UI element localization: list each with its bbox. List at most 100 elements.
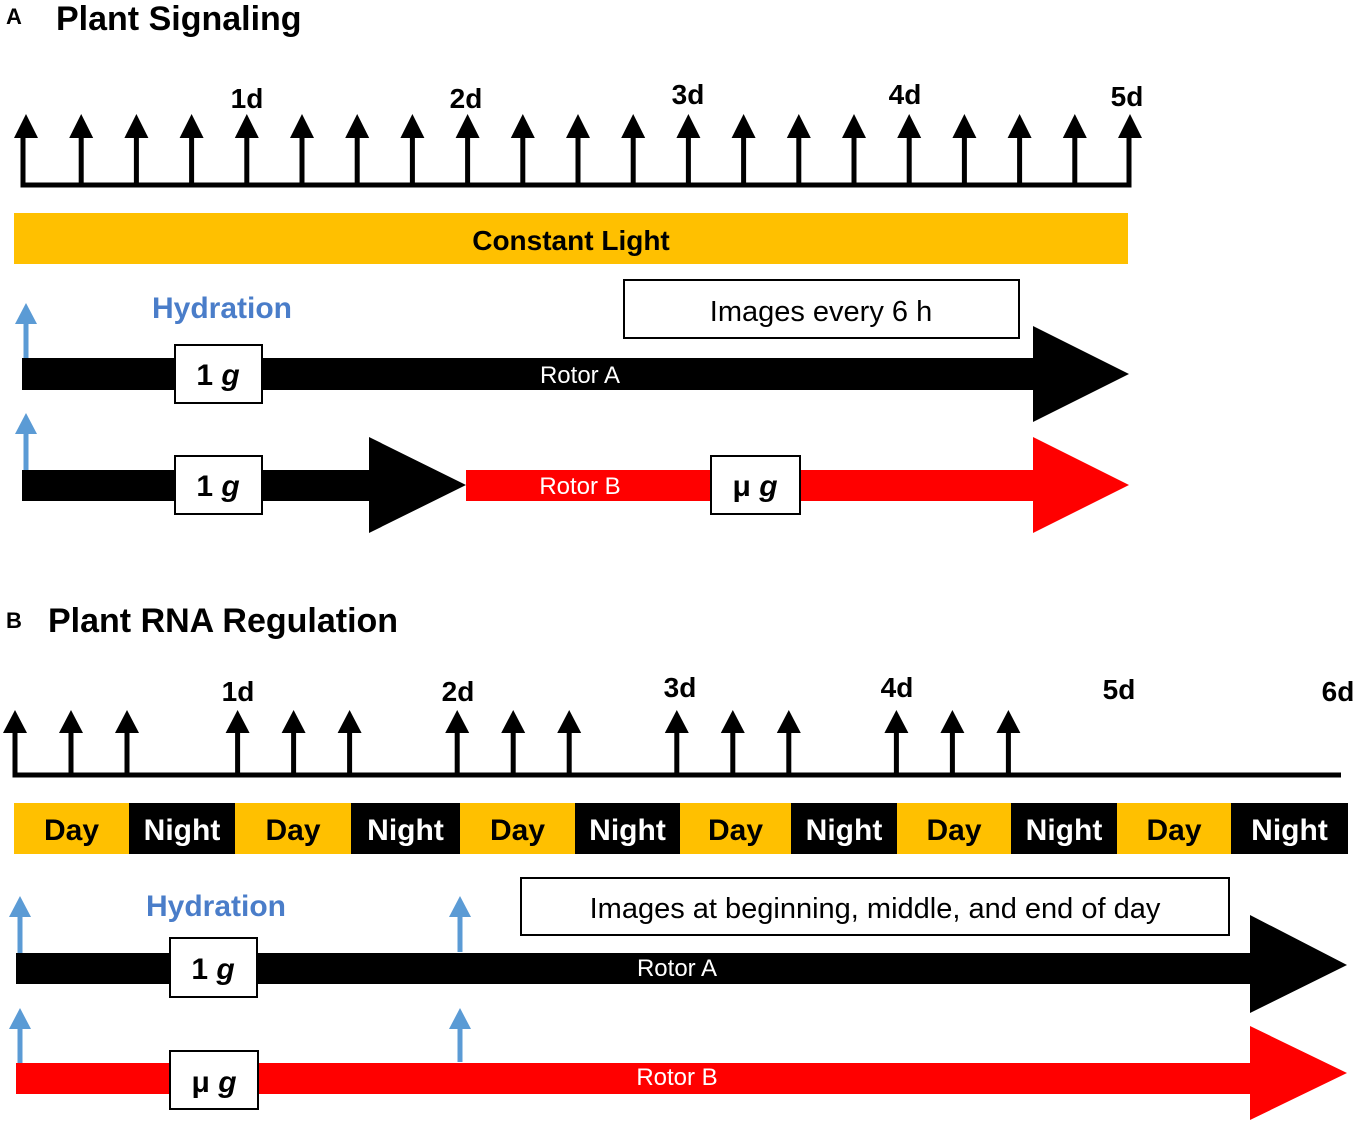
panel-b-rotor-b-label: Rotor B (636, 1064, 717, 1091)
panel-b-tick-arrow (445, 710, 470, 775)
panel-b-tick-arrow (337, 710, 362, 775)
panel-b-rotor-a-gravity: 1 g (191, 953, 234, 986)
panel-a-rotor-b-label: Rotor B (539, 473, 620, 500)
panel-b-images-note: Images at beginning, middle, and end of … (590, 893, 1161, 925)
day-segment: Day (460, 803, 575, 854)
night-label: Night (1026, 814, 1103, 847)
panel-b-day-label-6d: 6d (1322, 676, 1355, 707)
panel-b-rotor-a-gravity-box (169, 937, 258, 998)
panel-b-tick-arrow (115, 710, 139, 775)
day-night-band: Day Night Day Night Day Night Day Night Day Night… (14, 803, 1348, 854)
panel-b-rotor-b-gravity-box (169, 1050, 259, 1110)
day-label: Day (1146, 814, 1201, 847)
day-label: Day (265, 814, 320, 847)
panel-a-tick-arrow (1062, 114, 1087, 185)
panel-b-rotor-b-gravity: μ g (191, 1066, 236, 1099)
panel-a-images-note: Images every 6 h (710, 296, 932, 328)
constant-light-label: Constant Light (472, 225, 670, 256)
panel-a-rotor-b-microg-box (710, 455, 801, 515)
panel-a-rotor-b-microg: μ g (732, 470, 777, 503)
panel-a-tick-arrow (69, 114, 94, 185)
day-label: Day (44, 814, 99, 847)
panel-a-tick-arrow (952, 114, 977, 185)
panel-a-imaging-ticks (14, 114, 1142, 188)
night-label: Night (1251, 814, 1328, 847)
panel-b-tick-arrow (776, 710, 801, 775)
panel-b-imaging-ticks (3, 710, 1341, 778)
panel-b-rotor-b-arrow (16, 1026, 1347, 1120)
panel-b-hydration-arrow-2 (449, 896, 471, 952)
night-segment: Night (1011, 803, 1117, 854)
panel-b-images-note-box (520, 877, 1230, 936)
panel-b-title: Plant RNA Regulation (48, 602, 398, 640)
panel-b-day-label-1d: 1d (222, 676, 255, 707)
panel-a-tick-arrow (1007, 114, 1032, 185)
panel-b-day-label-5d: 5d (1103, 674, 1136, 705)
night-segment: Night (129, 803, 235, 854)
panel-a-day-label-3d: 3d (672, 79, 705, 110)
night-label: Night (144, 814, 221, 847)
panel-b-tick-arrow (281, 710, 306, 775)
night-label: Night (367, 814, 444, 847)
panel-b-tick-arrow (940, 710, 965, 775)
night-label: Night (589, 814, 666, 847)
day-label: Day (708, 814, 763, 847)
panel-b-tick-arrow (884, 710, 909, 775)
panel-b-day-label-3d: 3d (664, 672, 697, 703)
night-segment: Night (351, 803, 460, 854)
panel-a-day-label-2d: 2d (450, 83, 483, 114)
panel-a-tick-arrow (731, 114, 756, 185)
panel-a-tick-arrow (510, 114, 535, 185)
panel-b-tick-arrow (59, 710, 83, 775)
panel-a-rotor-b-1g: 1 g (196, 470, 239, 503)
panel-a-tick-arrow (124, 114, 149, 185)
panel-b-timeline-axis (12, 730, 1341, 778)
panel-a-tick-arrow (345, 114, 370, 185)
panel-b-hydration-label: Hydration (146, 890, 286, 923)
panel-b-tick-arrow (501, 710, 526, 775)
day-label: Day (926, 814, 981, 847)
panel-a-hydration-label: Hydration (152, 292, 292, 325)
panel-b-tick-arrow (996, 710, 1021, 775)
day-segment: Day (235, 803, 351, 854)
panel-a-tick-arrow (179, 114, 204, 185)
panel-a-day-label-5d: 5d (1111, 81, 1144, 112)
panel-a-tick-arrow (676, 114, 701, 185)
panel-a-tick-arrow (455, 114, 480, 185)
night-segment: Night (1231, 803, 1348, 854)
panel-b-rotor-a-label: Rotor A (637, 955, 717, 982)
panel-a-tick-arrow (234, 114, 259, 185)
panel-a-tick-arrow (14, 114, 38, 138)
panel-b-tick-arrow (664, 710, 689, 775)
panel-b-hydration-arrow-3 (9, 1008, 31, 1065)
panel-b-tick-arrow (557, 710, 582, 775)
day-label: Day (490, 814, 545, 847)
day-segment: Day (897, 803, 1011, 854)
panel-b-day-label-2d: 2d (442, 676, 475, 707)
panel-a-tick-arrow (842, 114, 866, 185)
day-segment: Day (1117, 803, 1231, 854)
day-segment: Day (680, 803, 791, 854)
panel-b-tick-arrow (3, 710, 27, 733)
panel-a-rotor-b-1g-box (174, 455, 263, 515)
panel-b-tick-arrow (720, 710, 745, 775)
panel-b-tick-arrow (225, 710, 250, 775)
day-segment: Day (14, 803, 129, 854)
panel-a-day-label-1d: 1d (231, 83, 264, 114)
panel-a-rotor-a-label: Rotor A (540, 362, 620, 389)
panel-a-tick-arrow (290, 114, 314, 185)
panel-b-rotor-a-arrow (16, 915, 1347, 1013)
panel-a-hydration-arrow-2 (15, 413, 37, 470)
panel-a-tick-arrow (897, 114, 922, 185)
panel-a-tick-arrow (1118, 114, 1142, 138)
panel-a-tick-arrow (566, 114, 590, 185)
panel-b-hydration-arrow-4 (449, 1008, 471, 1062)
constant-light-band (14, 213, 1128, 264)
panel-a: A Plant Signaling 1d 2d 3d 4d 5d Constan… (6, 0, 1143, 533)
panel-a-tick-arrow (621, 114, 646, 185)
panel-a-letter: A (6, 4, 22, 29)
panel-b-hydration-arrow-1 (9, 896, 31, 955)
panel-a-day-label-4d: 4d (889, 79, 922, 110)
night-segment: Night (575, 803, 680, 854)
